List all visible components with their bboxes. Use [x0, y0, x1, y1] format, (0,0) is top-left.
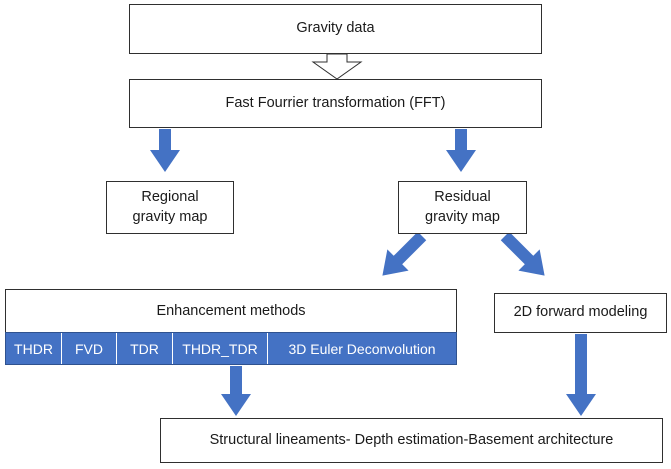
method-fvd: FVD [62, 333, 117, 364]
regional-label-line-2: gravity map [132, 208, 208, 225]
hollow-arrow-gravity-to-fft [311, 53, 363, 80]
structural-lineaments-box: Structural lineaments- Depth estimation-… [160, 418, 663, 463]
gravity-data-label: Gravity data [296, 20, 375, 37]
method-tdr: TDR [117, 333, 173, 364]
regional-label-line-1: Regional [141, 188, 199, 205]
forward-modeling-label: 2D forward modeling [513, 304, 648, 321]
structural-lineaments-label: Structural lineaments- Depth estimation-… [209, 431, 614, 448]
residual-gravity-map-box: Residual gravity map [398, 181, 527, 234]
method-fvd-label: FVD [75, 340, 103, 357]
enhancement-methods-box: Enhancement methods [5, 289, 457, 333]
method-3d-euler-label: 3D Euler Deconvolution [288, 340, 436, 357]
enhancement-methods-row: THDR FVD TDR THDR_TDR 3D Euler Deconvolu… [5, 332, 457, 365]
residual-label-line-1: Residual [434, 188, 491, 205]
arrow-residual-to-enhancement [382, 231, 427, 276]
gravity-data-box: Gravity data [129, 4, 542, 54]
arrow-enhancement-to-structural [221, 366, 251, 416]
enhancement-methods-label: Enhancement methods [156, 302, 306, 319]
forward-modeling-box: 2D forward modeling [494, 293, 667, 333]
method-thdr: THDR [6, 333, 62, 364]
fft-label: Fast Fourrier transformation (FFT) [225, 94, 446, 111]
method-thdr-tdr: THDR_TDR [173, 333, 268, 364]
regional-gravity-map-box: Regional gravity map [106, 181, 234, 234]
method-tdr-label: TDR [130, 340, 159, 357]
arrow-residual-to-forward-modeling [500, 231, 545, 276]
residual-label-line-2: gravity map [425, 208, 500, 225]
method-thdr-label: THDR [14, 340, 53, 357]
method-3d-euler-deconvolution: 3D Euler Deconvolution [268, 333, 456, 364]
fft-box: Fast Fourrier transformation (FFT) [129, 79, 542, 128]
method-thdr-tdr-label: THDR_TDR [182, 340, 258, 357]
arrow-fft-to-regional [150, 129, 180, 172]
arrow-fft-to-residual [446, 129, 476, 172]
arrow-forward-modeling-to-structural [566, 334, 596, 416]
